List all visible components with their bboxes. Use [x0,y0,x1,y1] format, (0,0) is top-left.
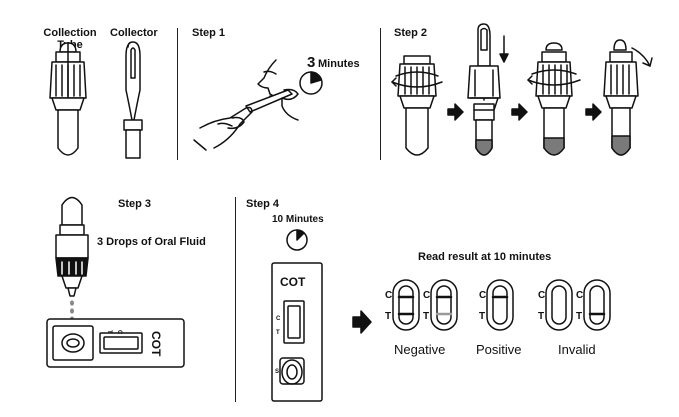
result-t-label: T [538,311,545,322]
cassette-t-label: T [276,330,280,336]
result-c-label: C [576,290,584,301]
result-t-label: T [385,311,392,322]
divider-line [380,28,381,160]
step4-time: 10 Minutes [272,214,324,225]
step3-label: Step 3 [118,198,152,210]
dropper-tube-icon [55,196,89,322]
test-cassette-horizontal-icon: T C COT [46,318,185,368]
step1-label: Step 1 [192,27,226,39]
svg-text:C: C [116,330,122,335]
collection-tube-icon [49,42,87,156]
step2-tube-insert-icon [467,23,509,156]
result-t-label: T [576,311,583,322]
cassette-name: COT [280,275,306,289]
step1-time-unit: Minutes [318,58,360,70]
result-window-negative-1 [392,279,420,331]
svg-text:T: T [106,330,112,334]
result-window-invalid-1 [545,279,573,331]
result-c-label: C [479,290,487,301]
cassette-c-label: C [276,316,281,322]
step4-label: Step 4 [246,198,280,210]
positive-label: Positive [476,342,522,357]
cassette-name-rotated: COT [149,331,163,357]
result-c-label: C [385,290,393,301]
step2-label: Step 2 [394,27,428,39]
result-c-label: C [423,290,431,301]
arrow-right-icon [585,103,602,121]
step2-tube-close-icon [527,42,581,156]
divider-line [235,197,236,402]
test-cassette-vertical-icon [271,262,323,402]
read-result-label: Read result at 10 minutes [418,251,552,263]
negative-label: Negative [394,342,446,357]
face-collector-illustration [193,59,299,151]
divider-line [177,28,178,160]
arrow-right-icon [511,103,528,121]
step1-time-number: 3 [307,54,316,71]
result-t-label: T [479,311,486,322]
step2-tube-open-cap-icon [603,39,653,156]
cassette-s-label: S [275,369,280,375]
step2-tube-twist-icon [391,55,443,156]
result-c-label: C [538,290,546,301]
collector-label: Collector [110,27,158,39]
clock-icon [299,71,323,95]
arrow-right-icon [447,103,464,121]
result-t-label: T [423,311,430,322]
step3-instruction: 3 Drops of Oral Fluid [97,236,206,248]
result-window-positive [486,279,514,331]
invalid-label: Invalid [558,342,596,357]
arrow-right-icon [352,310,372,334]
result-window-invalid-2 [583,279,611,331]
result-window-negative-2 [430,279,458,331]
collector-icon [123,41,143,159]
clock-icon [286,229,308,251]
